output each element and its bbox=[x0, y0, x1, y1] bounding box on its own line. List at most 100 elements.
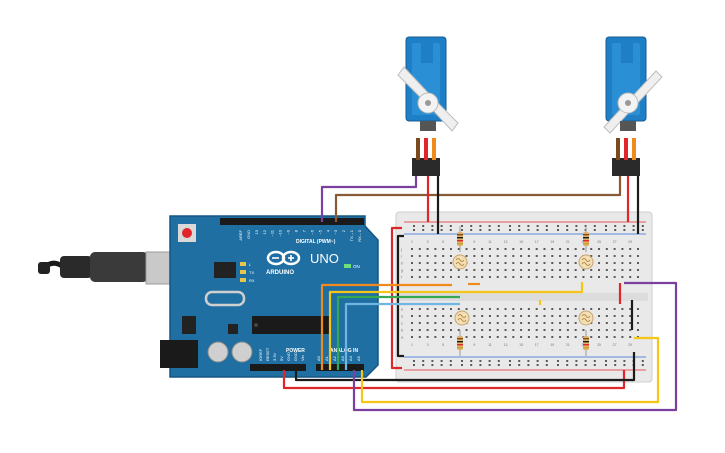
breadboard-hole[interactable] bbox=[496, 269, 499, 271]
breadboard-hole[interactable] bbox=[598, 308, 601, 310]
breadboard-hole[interactable] bbox=[449, 255, 452, 257]
breadboard-hole[interactable] bbox=[488, 248, 491, 250]
breadboard-hole[interactable] bbox=[637, 322, 639, 324]
breadboard-hole[interactable] bbox=[488, 255, 491, 257]
rail-hole[interactable] bbox=[431, 229, 434, 231]
breadboard-hole[interactable] bbox=[411, 262, 413, 264]
breadboard-hole[interactable] bbox=[442, 322, 445, 324]
breadboard-hole[interactable] bbox=[629, 248, 632, 250]
breadboard-hole[interactable] bbox=[605, 248, 608, 250]
breadboard-hole[interactable] bbox=[418, 269, 421, 271]
breadboard-hole[interactable] bbox=[449, 262, 452, 264]
breadboard-hole[interactable] bbox=[512, 262, 515, 264]
photoresistor[interactable] bbox=[578, 310, 594, 326]
breadboard-hole[interactable] bbox=[496, 248, 499, 250]
breadboard-hole[interactable] bbox=[473, 329, 476, 331]
breadboard-hole[interactable] bbox=[566, 269, 569, 271]
rail-hole[interactable] bbox=[422, 364, 425, 366]
rail-hole[interactable] bbox=[557, 225, 559, 227]
breadboard-hole[interactable] bbox=[481, 329, 484, 331]
breadboard-hole[interactable] bbox=[411, 329, 413, 331]
breadboard-hole[interactable] bbox=[590, 276, 593, 278]
breadboard-hole[interactable] bbox=[527, 322, 530, 324]
rail-hole[interactable] bbox=[518, 229, 521, 231]
breadboard-hole[interactable] bbox=[590, 336, 593, 338]
rail-hole[interactable] bbox=[605, 225, 607, 227]
servo-right[interactable] bbox=[603, 36, 663, 134]
breadboard-hole[interactable] bbox=[605, 308, 608, 310]
breadboard-hole[interactable] bbox=[520, 262, 523, 264]
rail-hole[interactable] bbox=[566, 229, 569, 231]
breadboard-hole[interactable] bbox=[535, 329, 538, 331]
rail-hole[interactable] bbox=[470, 225, 473, 227]
rail-hole[interactable] bbox=[413, 364, 415, 366]
breadboard-hole[interactable] bbox=[629, 269, 632, 271]
breadboard-hole[interactable] bbox=[559, 276, 562, 278]
resistor[interactable] bbox=[457, 226, 463, 252]
breadboard-hole[interactable] bbox=[512, 276, 515, 278]
breadboard-hole[interactable] bbox=[512, 336, 515, 338]
breadboard-hole[interactable] bbox=[488, 322, 491, 324]
breadboard-hole[interactable] bbox=[434, 336, 437, 338]
breadboard-hole[interactable] bbox=[434, 248, 437, 250]
breadboard-hole[interactable] bbox=[504, 248, 507, 250]
breadboard-hole[interactable] bbox=[637, 248, 639, 250]
breadboard-hole[interactable] bbox=[582, 276, 585, 278]
breadboard-hole[interactable] bbox=[442, 329, 445, 331]
breadboard-hole[interactable] bbox=[543, 255, 546, 257]
breadboard-hole[interactable] bbox=[574, 248, 577, 250]
breadboard-hole[interactable] bbox=[621, 308, 624, 310]
rail-hole[interactable] bbox=[575, 360, 578, 362]
breadboard-hole[interactable] bbox=[582, 308, 585, 310]
breadboard-hole[interactable] bbox=[551, 329, 554, 331]
breadboard-hole[interactable] bbox=[418, 336, 421, 338]
breadboard-hole[interactable] bbox=[543, 262, 546, 264]
breadboard-hole[interactable] bbox=[582, 269, 585, 271]
breadboard-hole[interactable] bbox=[621, 315, 624, 317]
breadboard-hole[interactable] bbox=[629, 315, 632, 317]
photoresistor[interactable] bbox=[454, 310, 470, 326]
breadboard-hole[interactable] bbox=[621, 329, 624, 331]
breadboard-hole[interactable] bbox=[637, 276, 639, 278]
breadboard-hole[interactable] bbox=[613, 329, 616, 331]
breadboard-hole[interactable] bbox=[605, 336, 608, 338]
breadboard-hole[interactable] bbox=[449, 248, 452, 250]
rail-hole[interactable] bbox=[479, 225, 482, 227]
resistor[interactable] bbox=[583, 330, 589, 356]
breadboard-hole[interactable] bbox=[535, 262, 538, 264]
breadboard-hole[interactable] bbox=[543, 276, 546, 278]
breadboard-hole[interactable] bbox=[481, 248, 484, 250]
breadboard-hole[interactable] bbox=[590, 255, 593, 257]
rail-hole[interactable] bbox=[509, 229, 511, 231]
rail-hole[interactable] bbox=[641, 364, 644, 366]
rail-hole[interactable] bbox=[449, 225, 452, 227]
rail-hole[interactable] bbox=[584, 360, 587, 362]
breadboard-hole[interactable] bbox=[598, 269, 601, 271]
breadboard-hole[interactable] bbox=[566, 248, 569, 250]
rail-hole[interactable] bbox=[449, 229, 452, 231]
breadboard-hole[interactable] bbox=[527, 308, 530, 310]
rail-hole[interactable] bbox=[614, 364, 617, 366]
breadboard-hole[interactable] bbox=[481, 276, 484, 278]
rail-hole[interactable] bbox=[449, 360, 452, 362]
breadboard-hole[interactable] bbox=[426, 322, 429, 324]
breadboard-hole[interactable] bbox=[465, 248, 468, 250]
rail-hole[interactable] bbox=[545, 360, 548, 362]
breadboard-hole[interactable] bbox=[613, 322, 616, 324]
breadboard-hole[interactable] bbox=[488, 269, 491, 271]
breadboard-hole[interactable] bbox=[434, 315, 437, 317]
breadboard-hole[interactable] bbox=[590, 308, 593, 310]
breadboard-hole[interactable] bbox=[559, 315, 562, 317]
breadboard-hole[interactable] bbox=[442, 248, 445, 250]
breadboard-hole[interactable] bbox=[434, 322, 437, 324]
breadboard-hole[interactable] bbox=[543, 248, 546, 250]
breadboard-hole[interactable] bbox=[496, 276, 499, 278]
breadboard-hole[interactable] bbox=[418, 248, 421, 250]
rail-hole[interactable] bbox=[488, 225, 491, 227]
breadboard-hole[interactable] bbox=[496, 255, 499, 257]
breadboard-hole[interactable] bbox=[504, 315, 507, 317]
rail-hole[interactable] bbox=[470, 229, 473, 231]
resistor[interactable] bbox=[583, 226, 589, 252]
breadboard-hole[interactable] bbox=[426, 255, 429, 257]
breadboard-hole[interactable] bbox=[527, 262, 530, 264]
